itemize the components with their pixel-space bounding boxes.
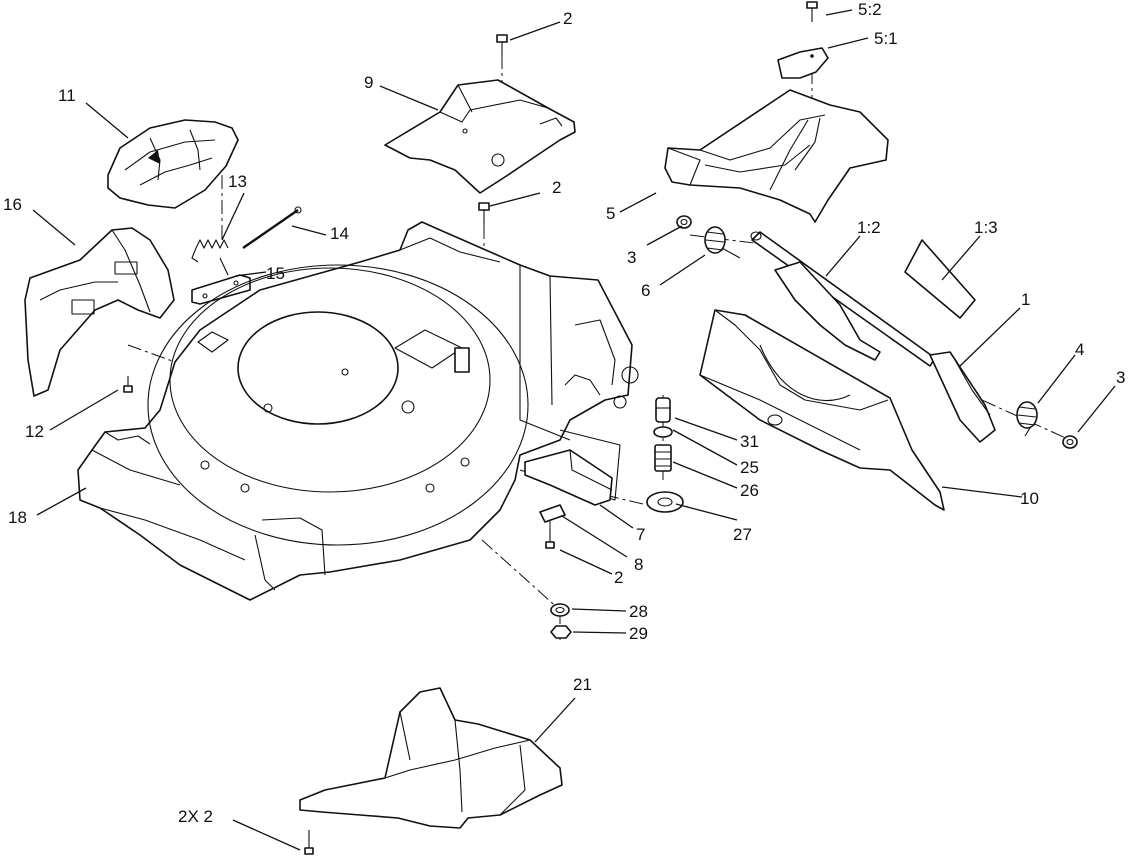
callout-9: 9 — [364, 73, 373, 92]
part-9-plate — [384, 79, 576, 194]
part-18-front-bumper — [104, 431, 326, 591]
part-1-door-arm — [774, 261, 996, 443]
callout-5-2: 5:2 — [858, 0, 882, 19]
callout-13: 13 — [228, 172, 247, 191]
part-26-gear — [654, 444, 672, 472]
callout-10: 10 — [1020, 489, 1039, 508]
part-5-deflector — [664, 89, 889, 223]
callout-2-mid: 2 — [552, 178, 561, 197]
callout-4: 4 — [1075, 340, 1084, 359]
callout-15: 15 — [266, 264, 285, 283]
leader-lines — [32, 9, 1116, 851]
callout-7: 7 — [636, 525, 645, 544]
callout-8: 8 — [634, 555, 643, 574]
part-7-baffle — [524, 449, 613, 506]
callout-1: 1 — [1021, 290, 1030, 309]
callout-2x2: 2X 2 — [178, 807, 213, 826]
part-11-cover — [107, 119, 239, 209]
callout-3-left: 3 — [627, 248, 636, 267]
part-31-knob — [655, 397, 671, 423]
callout-31: 31 — [740, 432, 759, 451]
part-8-clip — [539, 504, 566, 523]
part-2-screw-top — [496, 34, 508, 55]
callout-5: 5 — [606, 204, 615, 223]
part-15-bracket — [191, 257, 251, 305]
part-14-rod — [242, 206, 302, 249]
callout-12: 12 — [25, 422, 44, 441]
callout-6: 6 — [641, 281, 650, 300]
part-2-screw-low — [545, 528, 555, 549]
part-21-lower-guard — [299, 687, 563, 829]
callout-1-3: 1:3 — [974, 218, 998, 237]
callout-1-2: 1:2 — [857, 218, 881, 237]
callout-2-low: 2 — [614, 568, 623, 587]
part-6-torsion-spring — [704, 226, 741, 259]
main-deck-housing — [77, 221, 639, 601]
part-10-rear-door — [699, 309, 945, 511]
part-4-torsion-spring — [1016, 401, 1038, 437]
callout-21: 21 — [573, 675, 592, 694]
part-25-spacer — [653, 426, 673, 438]
part-5-1-clip — [777, 47, 829, 79]
part-3-washer-left — [676, 215, 692, 229]
callout-labels: 5:2 5:1 2 9 11 2 5 13 16 14 1:2 1:3 3 15… — [3, 0, 1125, 826]
part-27-disc — [646, 491, 684, 513]
part-29-nut — [550, 625, 572, 639]
callout-29: 29 — [629, 624, 648, 643]
callout-5-1: 5:1 — [874, 29, 898, 48]
part-16-rear-guard — [24, 227, 175, 397]
callout-25: 25 — [740, 458, 759, 477]
callout-18: 18 — [8, 508, 27, 527]
callout-26: 26 — [740, 481, 759, 500]
callout-11: 11 — [58, 86, 76, 105]
part-13-spring — [191, 239, 229, 263]
part-2-screw-mid — [478, 202, 490, 225]
callout-28: 28 — [629, 602, 648, 621]
callout-16: 16 — [3, 195, 22, 214]
part-28-washer — [550, 603, 570, 617]
part-12-screw — [123, 376, 133, 393]
callout-2-top: 2 — [563, 9, 572, 28]
callout-3-right: 3 — [1116, 368, 1125, 387]
part-3-washer-right — [1062, 435, 1078, 449]
callout-14: 14 — [330, 224, 349, 243]
part-5-2-screw — [806, 1, 818, 22]
callout-27: 27 — [733, 525, 752, 544]
part-1-3-label — [904, 239, 976, 319]
part-2x2-screws — [304, 830, 314, 855]
